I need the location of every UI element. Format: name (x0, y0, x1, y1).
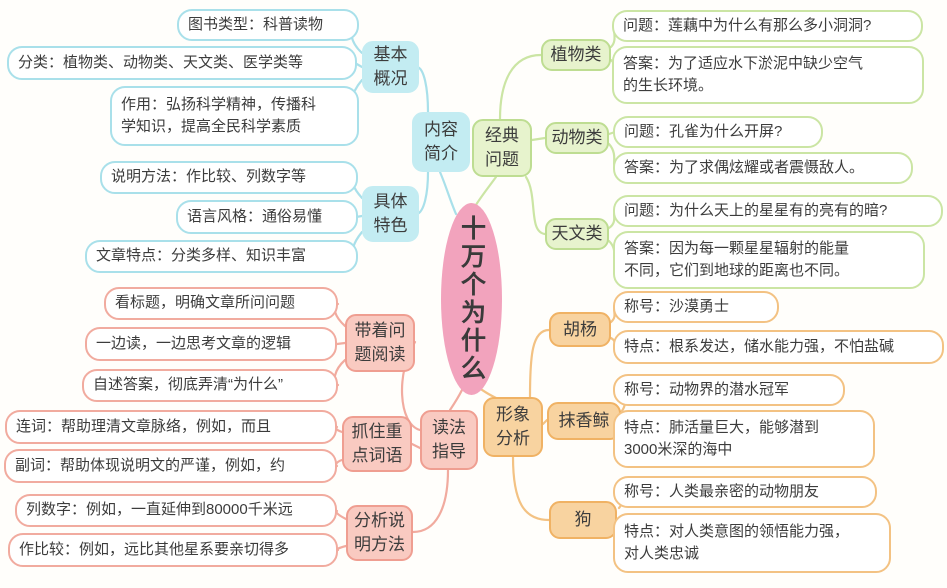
leaf-language-style[interactable]: 语言风格：通俗易懂 (176, 200, 358, 234)
leaf-read-title[interactable]: 看标题，明确文章所问问题 (104, 287, 338, 320)
leaf-whale-features[interactable]: 特点：肺活量巨大，能够潜到 3000米深的海中 (613, 410, 875, 468)
leaf-compare[interactable]: 作比较：例如，远比其他星系要亲切得多 (8, 533, 338, 567)
topic-sperm-whale[interactable]: 抹香鲸 (547, 402, 621, 440)
leaf-self-answer[interactable]: 自述答案，彻底弄清“为什么” (82, 369, 338, 402)
leaf-poplar-features[interactable]: 特点：根系发达，储水能力强，不怕盐碱 (613, 330, 944, 364)
leaf-list-numbers[interactable]: 列数字：例如，一直延伸到80000千米远 (15, 494, 337, 527)
central-topic[interactable]: 十万个为什么 (441, 203, 502, 395)
topic-specific-features[interactable]: 具体 特色 (362, 186, 419, 242)
leaf-explain-method[interactable]: 说明方法：作比较、列数字等 (100, 161, 358, 194)
leaf-plant-answer[interactable]: 答案：为了适应水下淤泥中缺少空气 的生长环境。 (612, 46, 924, 104)
topic-plants[interactable]: 植物类 (541, 39, 611, 71)
branch-content-intro[interactable]: 内容 简介 (412, 112, 470, 172)
topic-read-with-questions[interactable]: 带着问 题阅读 (345, 314, 415, 372)
leaf-categories[interactable]: 分类：植物类、动物类、天文类、医学类等 (7, 46, 357, 80)
branch-reading-guide[interactable]: 读法 指导 (420, 410, 478, 470)
leaf-adverbs[interactable]: 副词：帮助体现说明文的严谨，例如，约 (4, 449, 337, 483)
leaf-dog-features[interactable]: 特点：对人类意图的领悟能力强， 对人类忠诚 (613, 513, 891, 573)
branch-classic-questions[interactable]: 经典 问题 (472, 119, 532, 177)
topic-astronomy[interactable]: 天文类 (545, 218, 609, 250)
topic-analyze-methods[interactable]: 分析说 明方法 (346, 505, 413, 561)
branch-image-analysis[interactable]: 形象 分析 (483, 397, 543, 457)
topic-dog[interactable]: 狗 (549, 501, 617, 539)
leaf-animal-answer[interactable]: 答案：为了求偶炫耀或者震慑敌人。 (613, 152, 913, 184)
topic-basic-overview[interactable]: 基本 概况 (362, 41, 419, 93)
leaf-book-type[interactable]: 图书类型：科普读物 (177, 9, 359, 41)
leaf-astro-answer[interactable]: 答案：因为每一颗星星辐射的能量 不同，它们到地球的距离也不同。 (613, 231, 925, 289)
leaf-dog-title[interactable]: 称号：人类最亲密的动物朋友 (613, 476, 877, 508)
leaf-article-features[interactable]: 文章特点：分类多样、知识丰富 (85, 240, 358, 273)
leaf-whale-title[interactable]: 称号：动物界的潜水冠军 (613, 374, 845, 406)
leaf-animal-question[interactable]: 问题：孔雀为什么开屏? (613, 116, 823, 148)
leaf-astro-question[interactable]: 问题：为什么天上的星星有的亮有的暗? (613, 195, 943, 227)
topic-poplar[interactable]: 胡杨 (549, 312, 611, 347)
leaf-plant-question[interactable]: 问题：莲藕中为什么有那么多小洞洞? (612, 10, 923, 42)
topic-key-words[interactable]: 抓住重 点词语 (342, 416, 412, 472)
leaf-conjunctions[interactable]: 连词：帮助理清文章脉络，例如，而且 (5, 410, 337, 444)
leaf-read-think[interactable]: 一边读，一边思考文章的逻辑 (85, 327, 337, 361)
leaf-function[interactable]: 作用：弘扬科学精神，传播科 学知识，提高全民科学素质 (110, 86, 359, 146)
leaf-poplar-title[interactable]: 称号：沙漠勇士 (613, 291, 779, 323)
topic-animals[interactable]: 动物类 (545, 122, 609, 154)
